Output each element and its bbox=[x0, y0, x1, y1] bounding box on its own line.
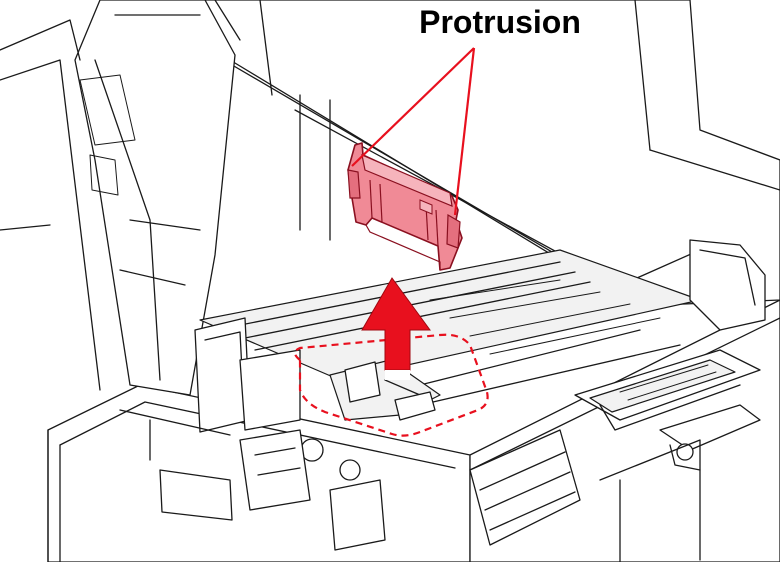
protrusion-label: Protrusion bbox=[419, 4, 581, 40]
wiper-position-outline bbox=[293, 333, 489, 437]
lift-up-arrow bbox=[361, 277, 431, 380]
callout-leader-lines bbox=[351, 47, 476, 216]
wiper-part bbox=[347, 142, 463, 271]
